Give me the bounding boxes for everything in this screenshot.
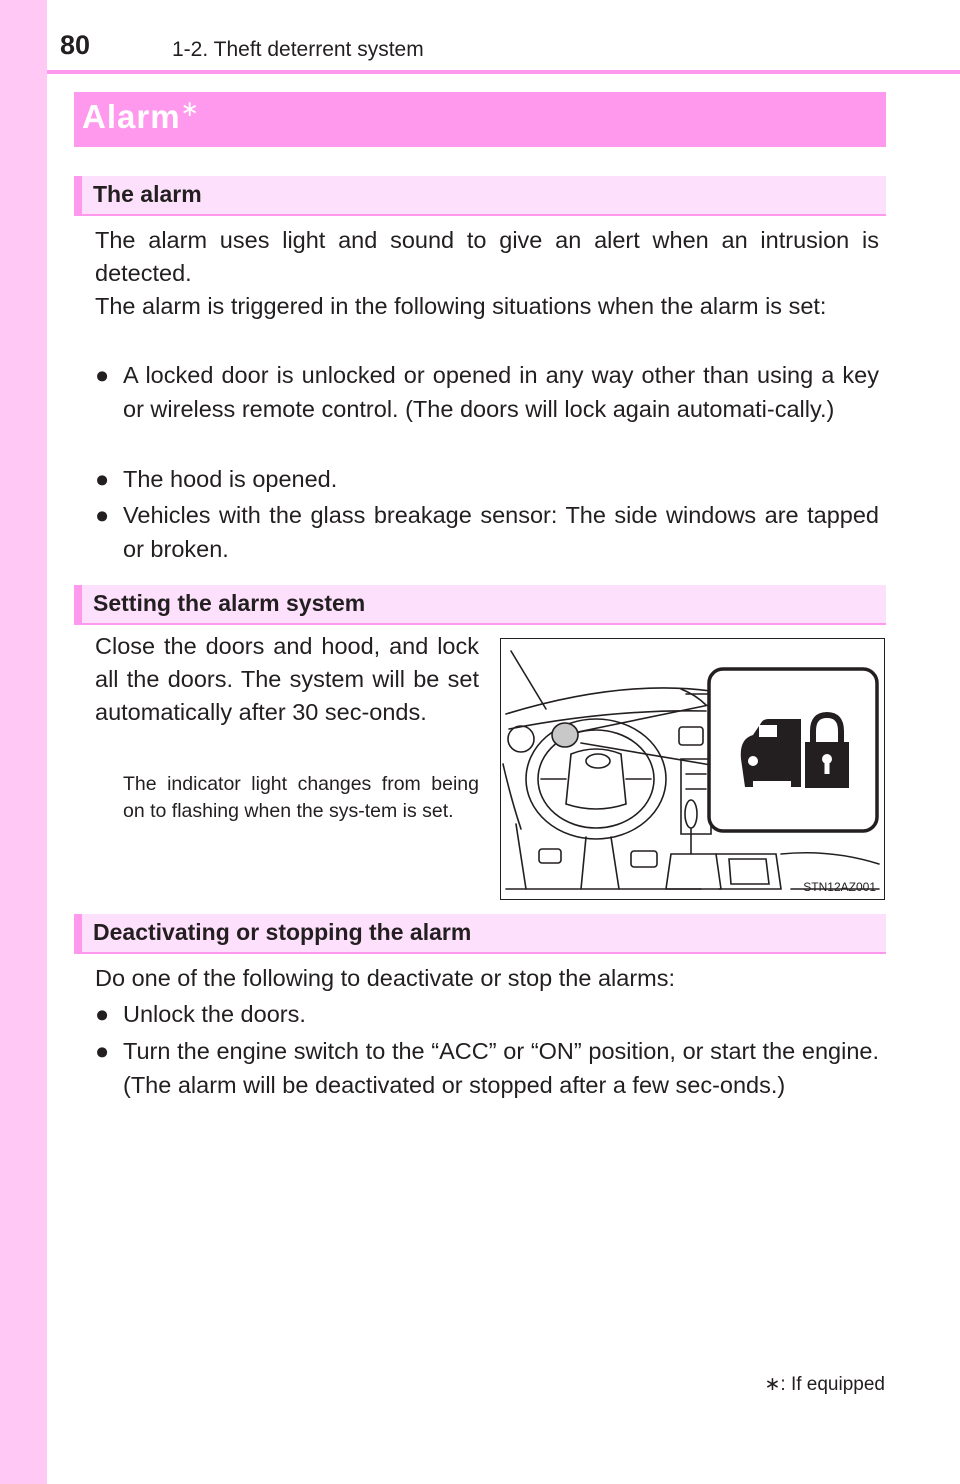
- section-heading-bar: [74, 176, 82, 216]
- equipped-asterisk: ∗: [180, 96, 200, 121]
- dashboard-illustration: STN12AZ001: [500, 638, 885, 900]
- title-bar: Alarm∗: [74, 92, 886, 147]
- page-title-text: Alarm: [82, 98, 181, 135]
- dashboard-drawing: [502, 650, 880, 890]
- section-heading-text: Deactivating or stopping the alarm: [93, 919, 472, 945]
- deactivate-bullet-1: ● Unlock the doors.: [95, 997, 879, 1031]
- section-heading-setting: Setting the alarm system: [74, 585, 886, 625]
- setting-note: The indicator light changes from being o…: [123, 773, 479, 822]
- header-rule: [47, 70, 960, 74]
- bullet-icon: ●: [95, 362, 110, 388]
- page-number: 80: [60, 30, 91, 60]
- figure-code: STN12AZ001: [803, 880, 876, 894]
- bullet-icon: ●: [95, 502, 110, 528]
- bullet-icon: ●: [95, 1001, 110, 1027]
- bullet-icon: ●: [95, 466, 110, 492]
- section-heading-alarm: The alarm: [74, 176, 886, 216]
- page-title: Alarm∗: [82, 96, 200, 136]
- setting-paragraph: Close the doors and hood, and lock all t…: [95, 633, 479, 725]
- section-heading-bar: [74, 585, 82, 625]
- side-margin-strip: [0, 0, 47, 1484]
- footnote: ∗: If equipped: [764, 1374, 885, 1395]
- car-lock-indicator-icon: [740, 711, 849, 788]
- bullet-text: The hood is opened.: [123, 466, 338, 492]
- section-heading-bar: [74, 914, 82, 954]
- bullet-text: A locked door is unlocked or opened in a…: [123, 362, 879, 422]
- deactivate-bullet-2: ● Turn the engine switch to the “ACC” or…: [95, 1034, 879, 1102]
- bullet-icon: ●: [95, 1038, 110, 1064]
- alarm-bullet-2: ● The hood is opened.: [95, 462, 879, 496]
- running-head: 1-2. Theft deterrent system: [172, 38, 424, 61]
- section-heading-text: The alarm: [93, 181, 202, 207]
- deactivate-paragraph: Do one of the following to deactivate or…: [95, 965, 675, 991]
- alarm-paragraph-1: The alarm uses light and sound to give a…: [95, 227, 879, 286]
- alarm-bullet-1: ● A locked door is unlocked or opened in…: [95, 358, 879, 426]
- bullet-text: Unlock the doors.: [123, 1001, 306, 1027]
- bullet-text: Vehicles with the glass breakage sensor:…: [123, 502, 879, 562]
- section-heading-text: Setting the alarm system: [93, 590, 366, 616]
- alarm-paragraph-2: The alarm is triggered in the following …: [95, 293, 827, 319]
- bullet-text: Turn the engine switch to the “ACC” or “…: [123, 1038, 879, 1098]
- alarm-bullet-3: ● Vehicles with the glass breakage senso…: [95, 498, 879, 566]
- section-heading-deactivate: Deactivating or stopping the alarm: [74, 914, 886, 954]
